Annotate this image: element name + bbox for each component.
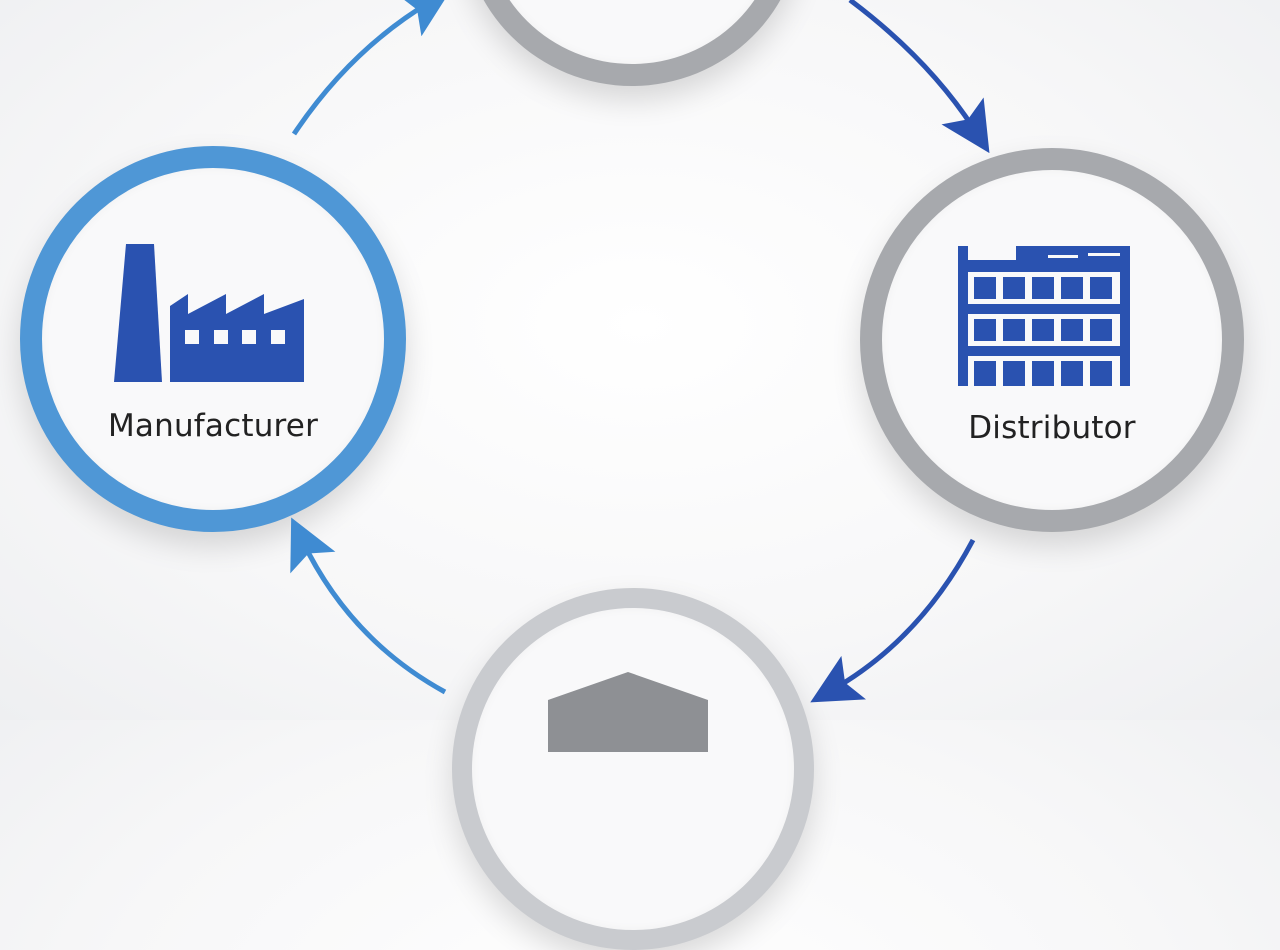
factory-icon	[114, 244, 304, 382]
arrow-bottom-to-manufacturer	[290, 517, 447, 695]
arrow-manufacturer-to-top	[291, 0, 452, 136]
manufacturer-label: Manufacturer	[107, 408, 319, 444]
distributor-label: Distributor	[968, 410, 1136, 446]
arrow-top-to-distributor	[848, 0, 990, 154]
arrow-distributor-to-bottom	[810, 538, 976, 703]
flow-arrows	[290, 0, 990, 703]
warehouse-icon	[958, 246, 1130, 386]
